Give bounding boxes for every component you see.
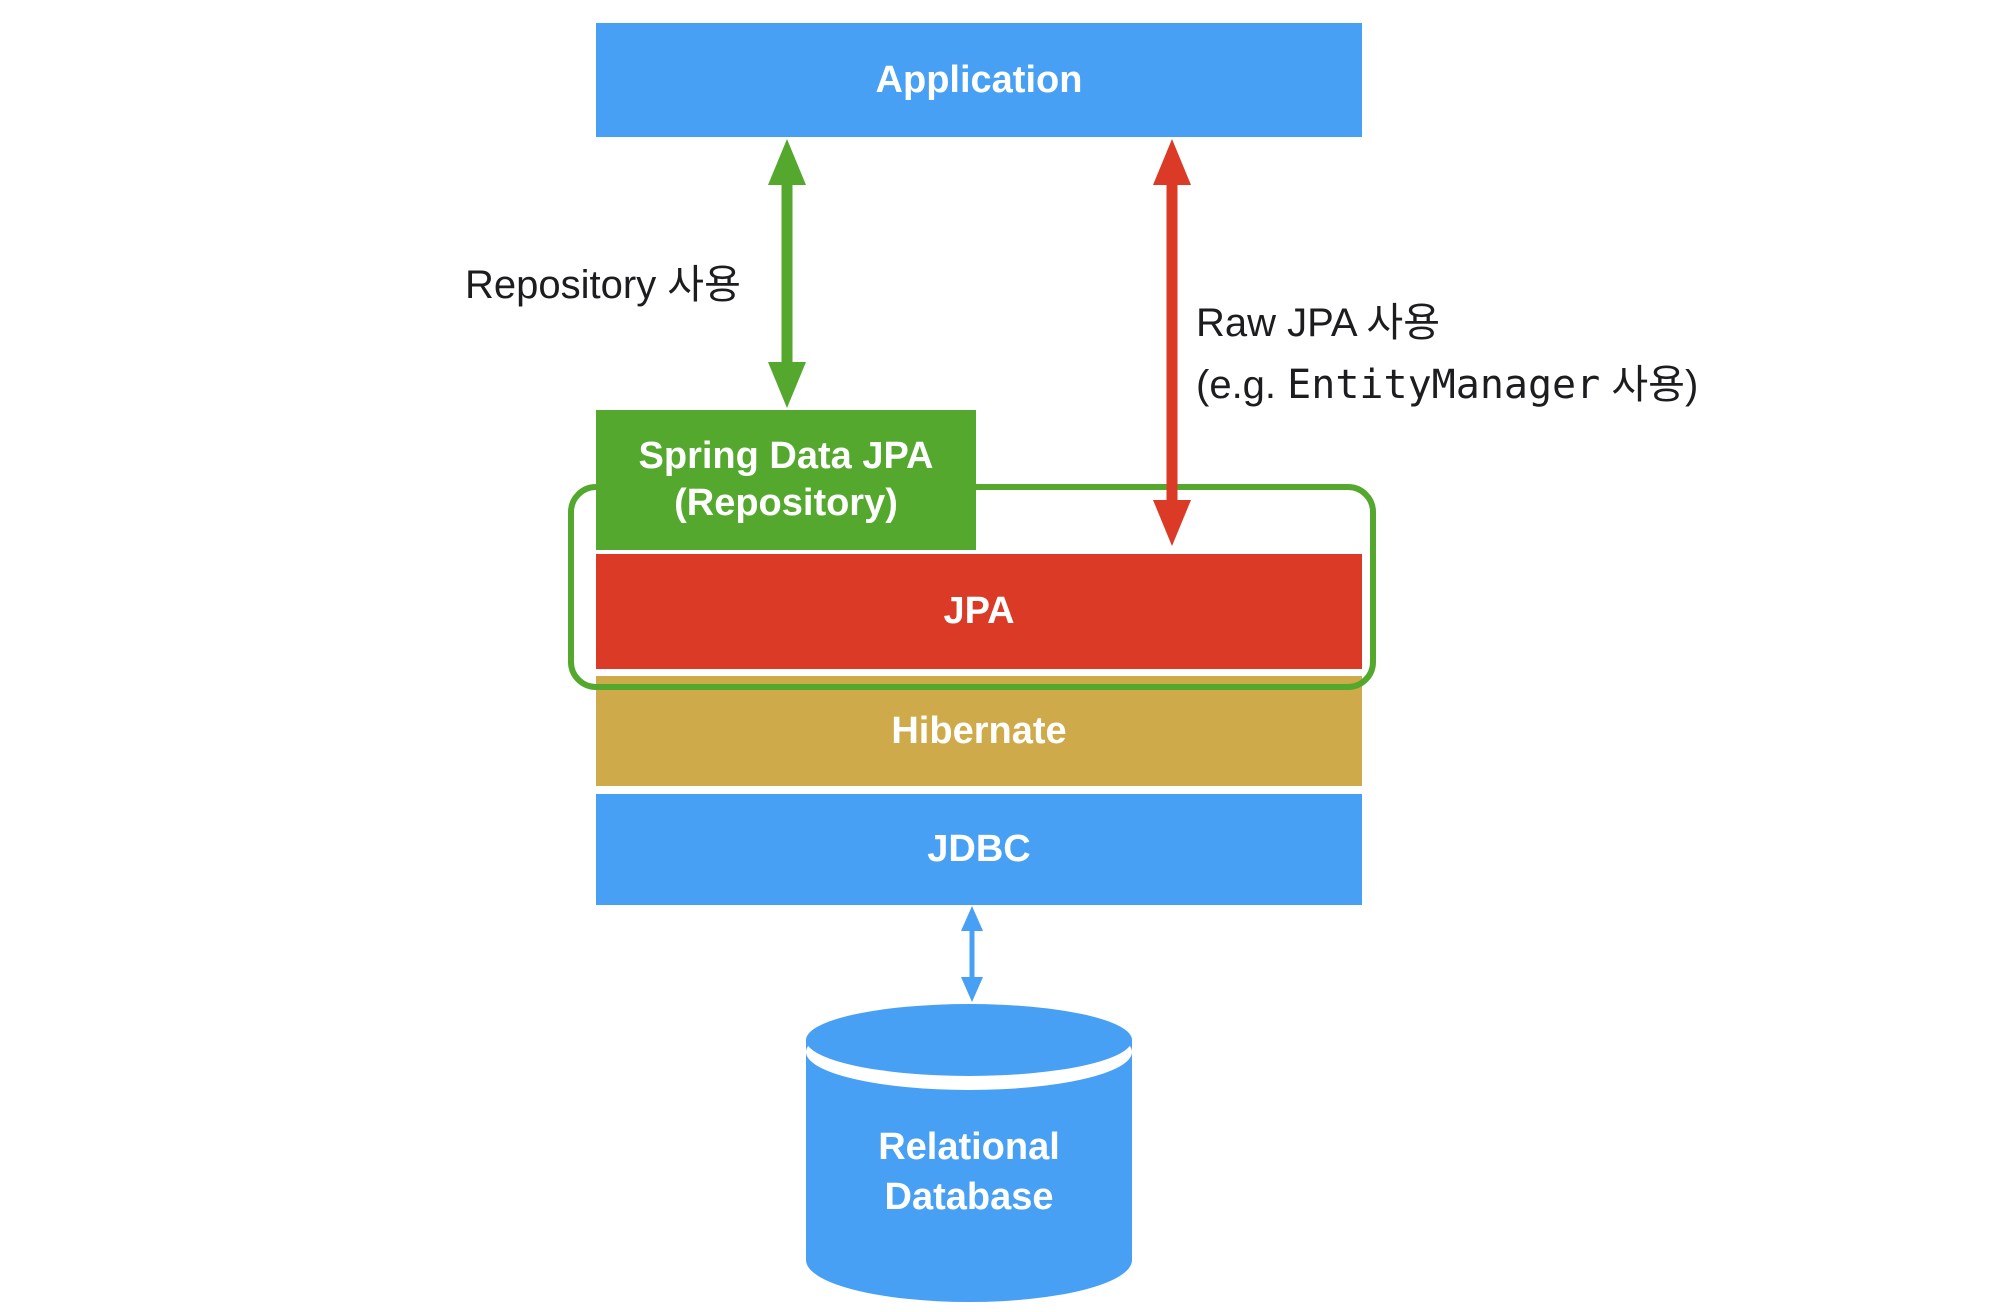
jdbc-box: JDBC xyxy=(596,794,1362,905)
repository-usage-label: Repository 사용 xyxy=(465,263,741,307)
jpa-label: JPA xyxy=(943,590,1015,632)
jpa-box: JPA xyxy=(596,554,1362,669)
raw-jpa-line2-suffix: 사용) xyxy=(1600,363,1699,407)
spring-data-jpa-box: Spring Data JPA (Repository) xyxy=(596,410,976,550)
jdbc-db-arrow-icon xyxy=(961,906,983,1002)
raw-jpa-line2-prefix: (e.g. xyxy=(1196,363,1288,407)
repository-arrow-icon xyxy=(768,139,806,408)
application-box: Application xyxy=(596,23,1362,137)
entitymanager-code-text: EntityManager xyxy=(1287,362,1601,408)
raw-jpa-usage-line1: Raw JPA 사용 xyxy=(1196,301,1441,345)
raw-jpa-usage-line2: (e.g. EntityManager 사용) xyxy=(1196,354,1698,416)
hibernate-label: Hibernate xyxy=(891,709,1067,752)
jdbc-label: JDBC xyxy=(927,828,1031,870)
application-label: Application xyxy=(875,58,1083,101)
database-cylinder-top xyxy=(806,1004,1132,1076)
database-label: Relational Database xyxy=(878,1126,1060,1218)
raw-jpa-usage-label: Raw JPA 사용 (e.g. EntityManager 사용) xyxy=(1196,292,1698,416)
database-cylinder: Relational Database xyxy=(806,1004,1132,1302)
hibernate-box: Hibernate xyxy=(596,676,1362,786)
spring-data-jpa-label: Spring Data JPA (Repository) xyxy=(638,435,934,524)
